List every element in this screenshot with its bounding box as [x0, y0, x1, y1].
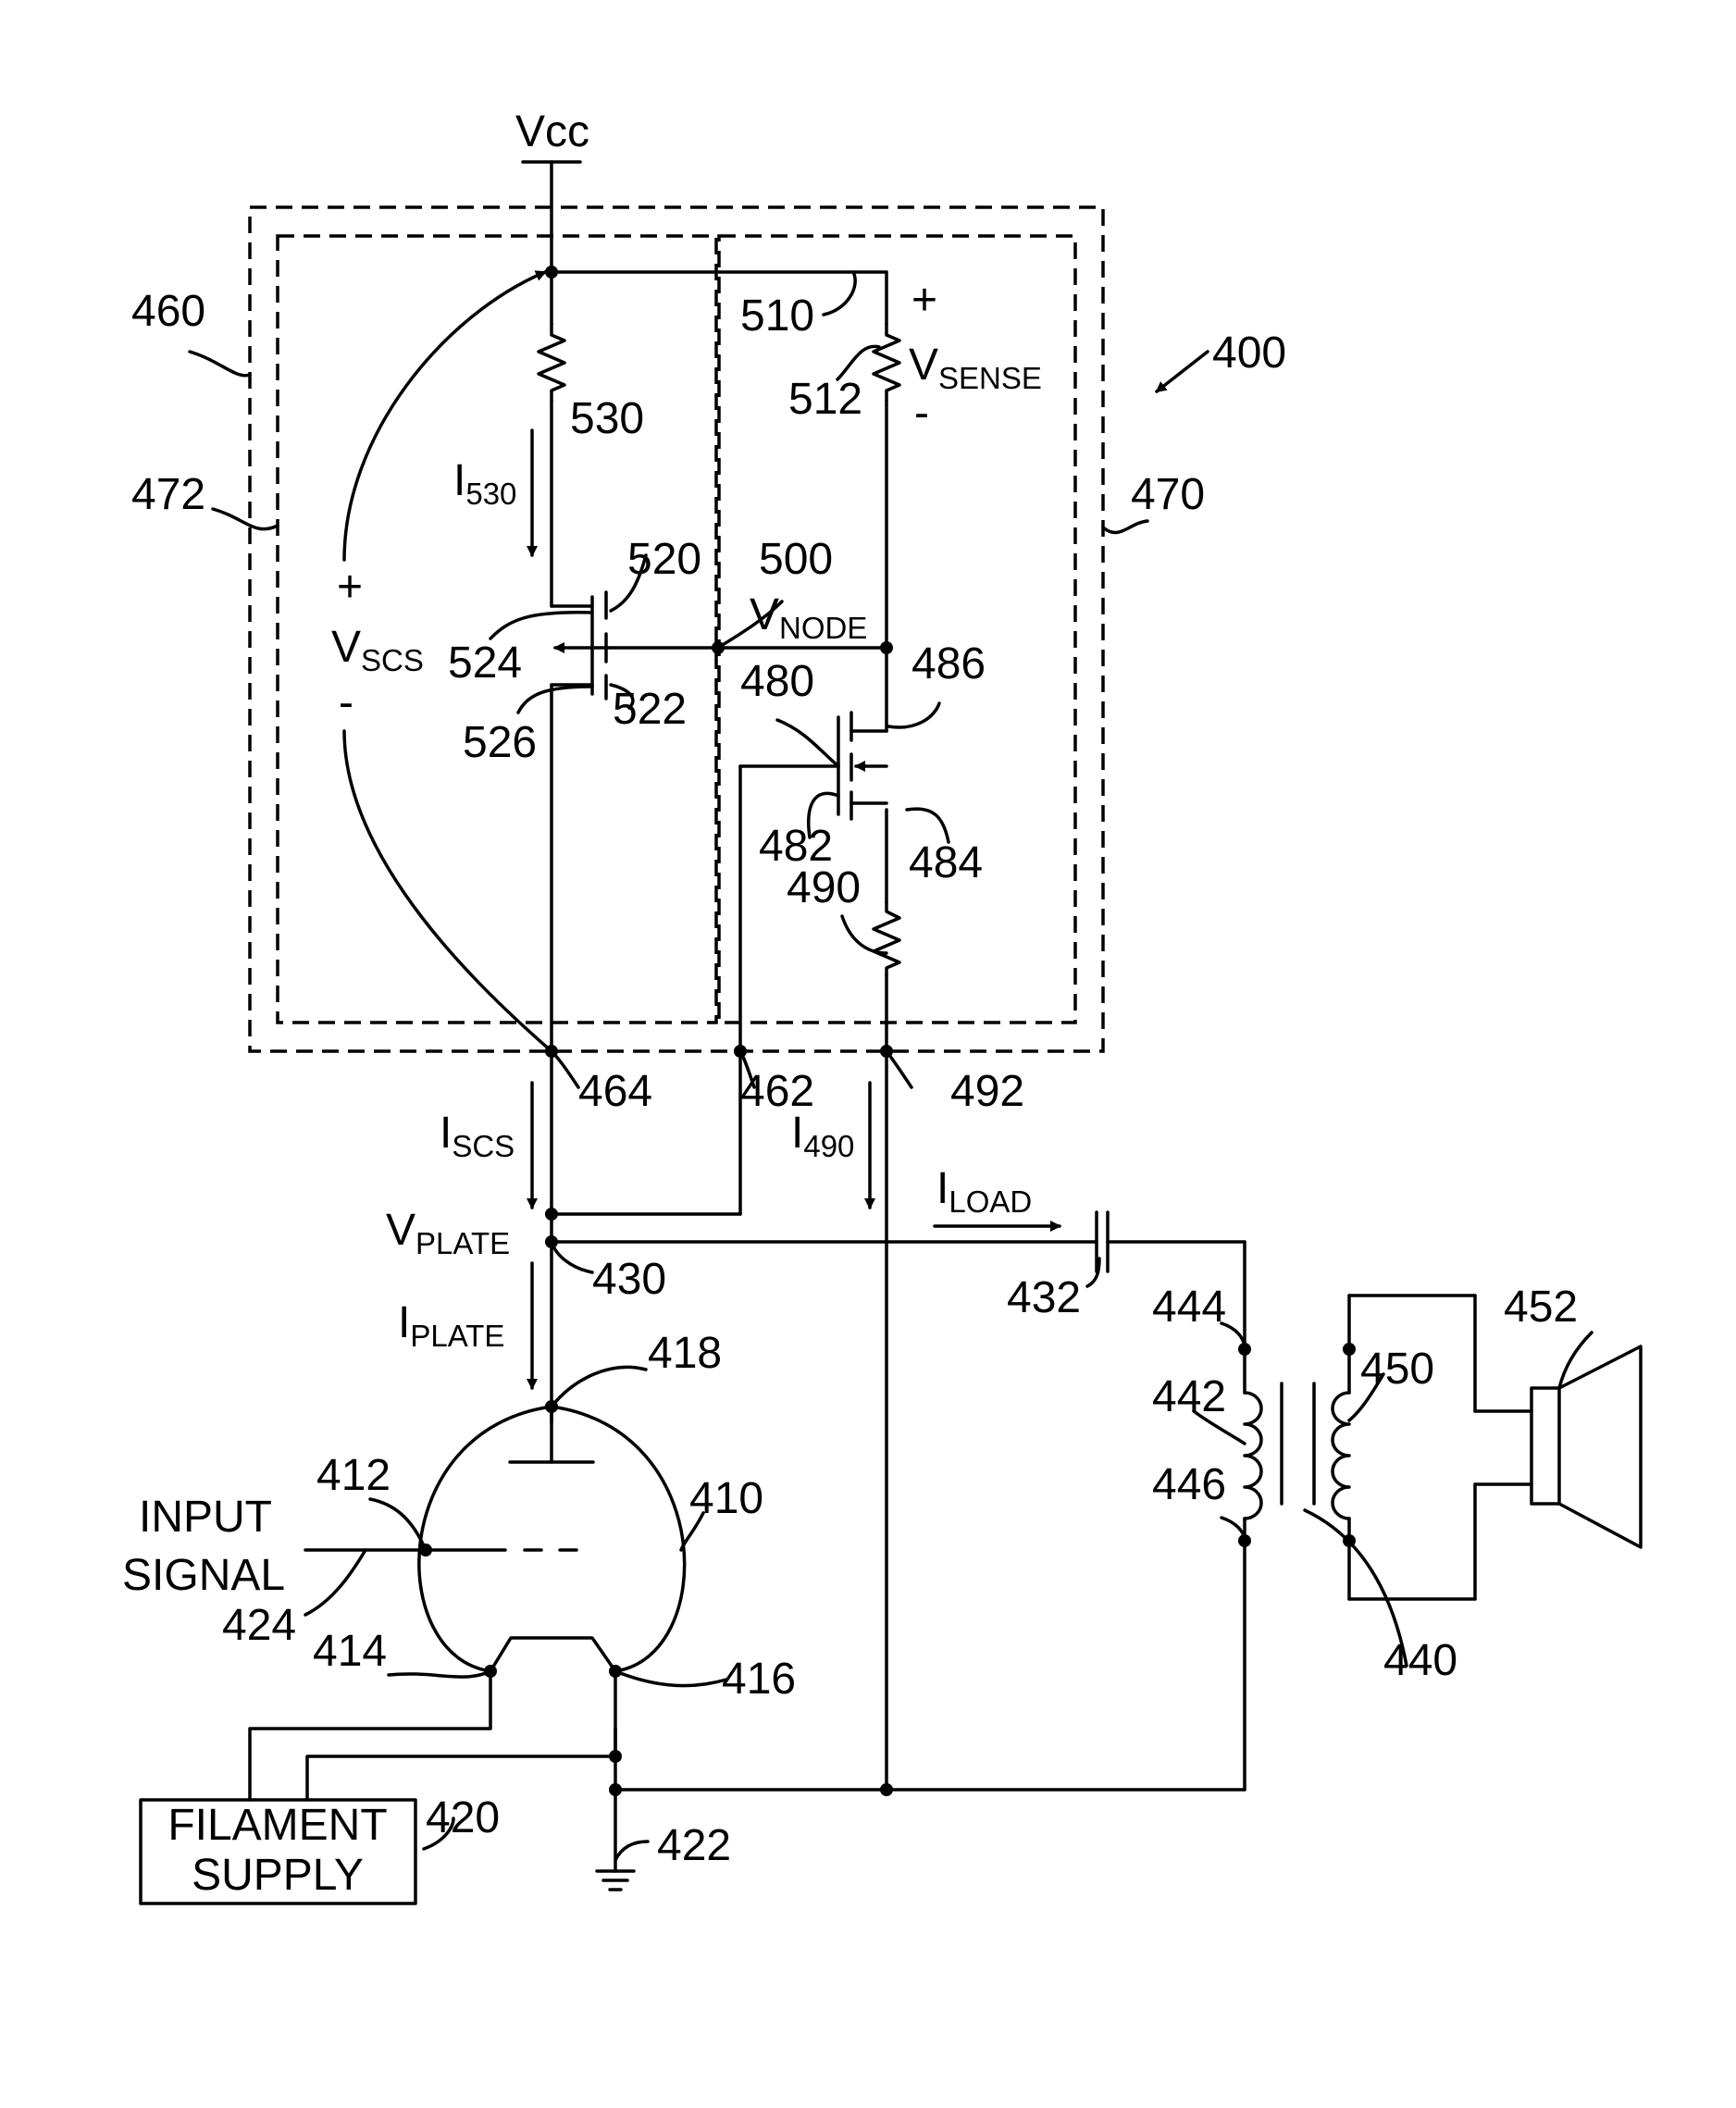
vscs-minus: -: [339, 678, 353, 727]
label-422: 422: [657, 1821, 731, 1870]
label-464: 464: [578, 1067, 652, 1116]
label-510: 510: [740, 291, 814, 341]
label-446: 446: [1152, 1460, 1226, 1509]
label-410: 410: [689, 1474, 763, 1523]
vsense-label: VSENSE: [909, 341, 1042, 395]
voltage-labels: + VSENSE - + VSCS - VNODE VPLATE: [331, 276, 1042, 1260]
filament-supply: FILAMENT SUPPLY: [141, 1671, 615, 1903]
box-460: [250, 207, 1103, 1051]
i490-label: I490: [791, 1109, 854, 1163]
label-432: 432: [1007, 1273, 1081, 1322]
label-416: 416: [722, 1655, 796, 1704]
label-400: 400: [1212, 329, 1286, 378]
vplate-label: VPLATE: [386, 1206, 510, 1260]
vscs-label: VSCS: [331, 623, 424, 677]
leader-400: [1157, 352, 1208, 391]
transformer-440: [1245, 1296, 1531, 1599]
label-484: 484: [909, 838, 983, 887]
label-524: 524: [448, 639, 522, 688]
input-signal: INPUT SIGNAL: [122, 1493, 285, 1600]
label-444: 444: [1152, 1283, 1226, 1332]
vnode-label: VNODE: [750, 590, 867, 645]
label-424: 424: [222, 1601, 296, 1650]
resistor-512: [874, 324, 899, 401]
vcc-label: Vcc: [515, 107, 589, 156]
label-490: 490: [787, 863, 861, 912]
vsense-minus: -: [914, 389, 929, 438]
transistor-520: [555, 592, 611, 699]
resistor-530: [539, 324, 564, 401]
label-460: 460: [131, 287, 205, 336]
vcc-supply: Vcc: [515, 107, 589, 272]
label-412: 412: [316, 1451, 391, 1500]
label-526: 526: [463, 718, 537, 767]
filament-line1: FILAMENT: [167, 1801, 387, 1850]
ground-symbol: [597, 1871, 634, 1890]
resistor-490: [874, 902, 899, 975]
label-440: 440: [1383, 1636, 1457, 1685]
input-line1: INPUT: [139, 1493, 272, 1542]
vscs-plus: +: [337, 563, 363, 612]
iscs-label: ISCS: [440, 1109, 515, 1163]
label-442: 442: [1152, 1372, 1226, 1421]
label-470: 470: [1131, 470, 1205, 519]
leader-lines: [190, 272, 1592, 1860]
label-530: 530: [570, 394, 644, 443]
speaker-452: [1531, 1346, 1641, 1547]
label-430: 430: [592, 1255, 666, 1304]
label-450: 450: [1360, 1345, 1434, 1394]
label-414: 414: [313, 1627, 387, 1676]
label-500: 500: [759, 535, 833, 584]
label-486: 486: [911, 639, 986, 688]
iload-label: ILOAD: [936, 1164, 1032, 1219]
dashed-boundaries: [250, 207, 1103, 1051]
filament-line2: SUPPLY: [192, 1851, 364, 1900]
label-512: 512: [788, 375, 862, 424]
iplate-label: IPLATE: [398, 1298, 504, 1353]
input-line2: SIGNAL: [122, 1551, 285, 1600]
label-472: 472: [131, 470, 205, 519]
label-480: 480: [740, 657, 814, 706]
i530-label: I530: [453, 456, 516, 511]
label-420: 420: [426, 1793, 500, 1842]
label-492: 492: [950, 1067, 1024, 1116]
label-520: 520: [627, 535, 701, 584]
label-522: 522: [613, 685, 687, 734]
label-418: 418: [648, 1329, 722, 1378]
vsense-plus: +: [911, 276, 937, 325]
label-452: 452: [1504, 1283, 1578, 1332]
